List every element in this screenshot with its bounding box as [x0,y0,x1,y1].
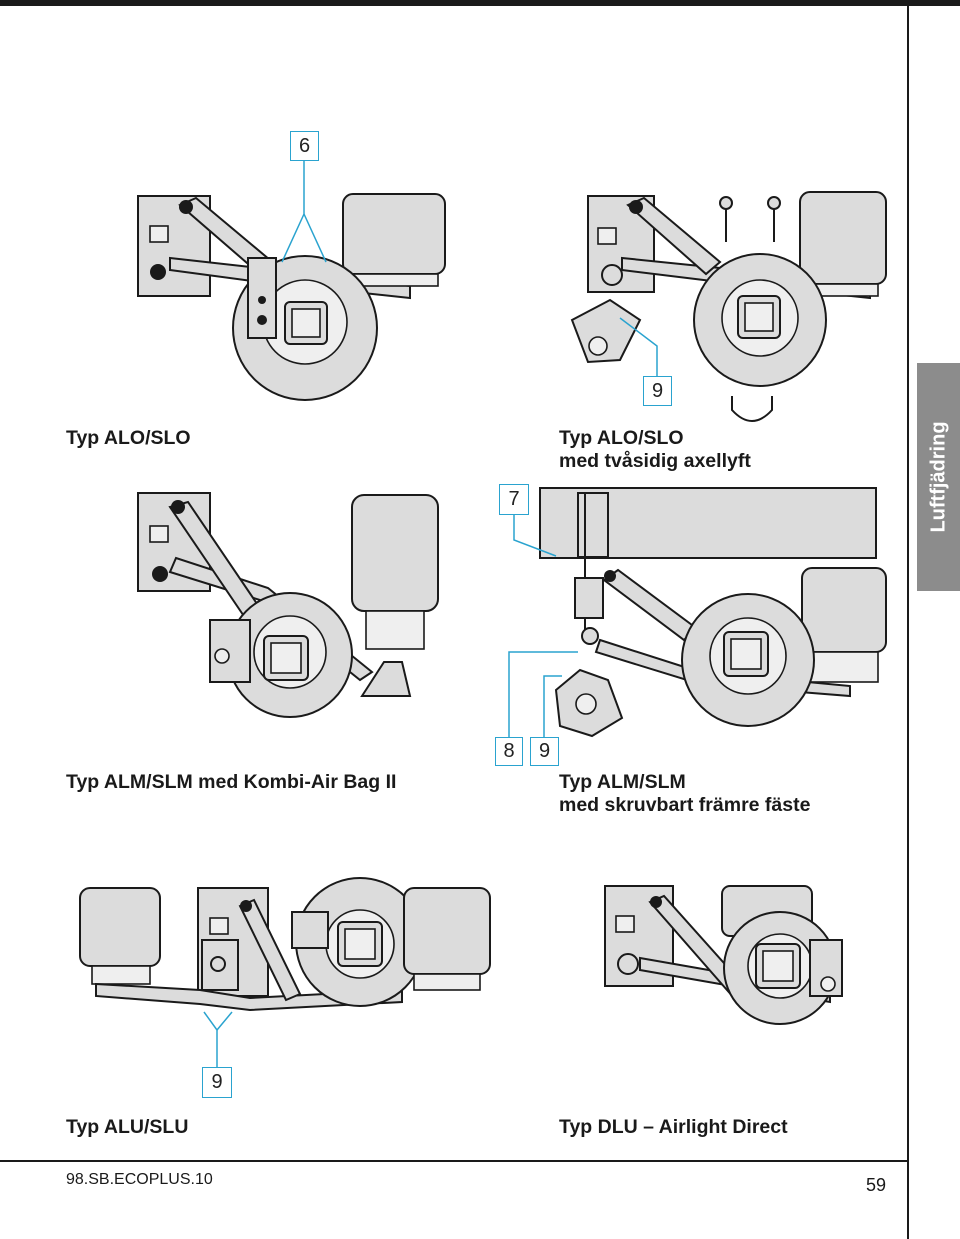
section-tab-label: Luftfjädring [927,421,949,533]
caption-alo-slo-lift-line1: Typ ALO/SLO [559,427,684,449]
caption-alm-slm-kombi: Typ ALM/SLM med Kombi-Air Bag II [66,771,397,793]
footer-rule [0,1160,909,1162]
page-number: 59 [866,1175,887,1195]
document-code: 98.SB.ECOPLUS.10 [66,1171,213,1188]
figure-alo-slo-lift [570,191,887,422]
caption-dlu: Typ DLU – Airlight Direct [559,1116,788,1138]
caption-alm-slm-screw-line2: med skruvbart främre fäste [559,794,811,816]
caption-alo-slo-lift-line2: med tvåsidig axellyft [559,450,751,472]
top-bar [0,0,960,6]
caption-alm-slm-screw-line1: Typ ALM/SLM [559,771,686,793]
figure-alm-slm-kombi [137,492,439,718]
suspension-illustrations: .p { fill: #dcdcdc; stroke: #1a1a1a; str… [79,160,887,1067]
callout-6: 6 [290,131,319,161]
figure-alm-slm-screw [539,487,887,738]
figure-alo-slo [137,193,446,401]
callout-7: 7 [499,484,529,515]
caption-alu-slu: Typ ALU/SLU [66,1116,189,1138]
callout-9-screw: 9 [530,737,559,766]
callout-9-lift: 9 [643,376,672,406]
caption-alo-slo: Typ ALO/SLO [66,427,191,449]
callout-leaders [203,160,658,1067]
figure-dlu [604,885,843,1025]
callout-8: 8 [495,737,523,766]
figure-alu-slu [79,877,491,1012]
callout-9-alu: 9 [202,1067,232,1098]
section-side-tab: Luftfjädring [917,363,960,591]
right-margin-rule [907,6,909,1239]
